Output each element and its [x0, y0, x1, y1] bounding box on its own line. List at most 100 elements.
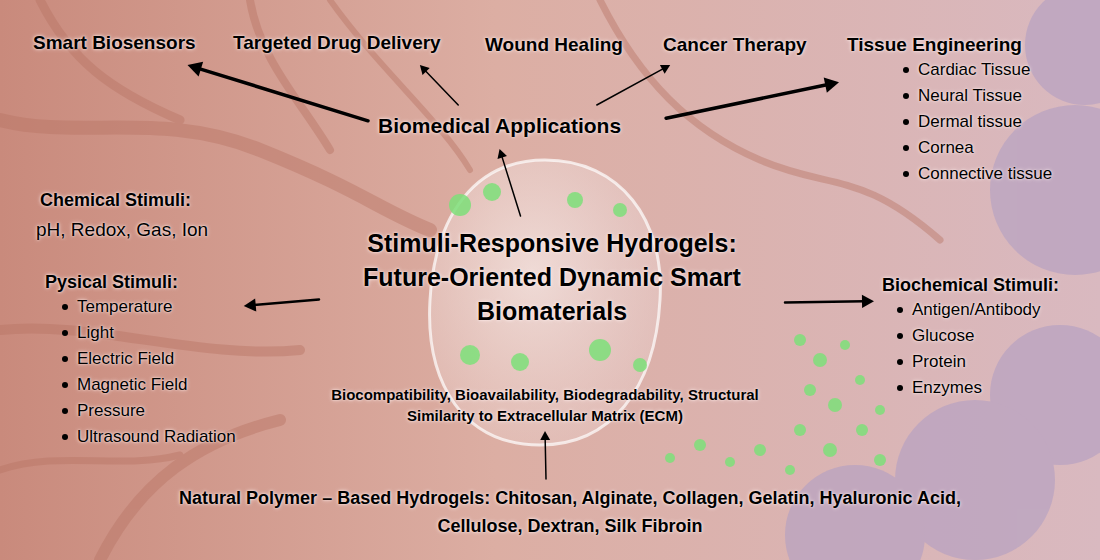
list-text: Neural Tissue — [918, 83, 1022, 109]
particle — [804, 384, 816, 396]
particle — [694, 439, 706, 451]
stimuli-group: Pysical Stimuli:TemperatureLightElectric… — [45, 270, 236, 450]
particle — [840, 340, 850, 350]
stimuli-group: Chemical Stimuli:pH, Redox, Gas, Ion — [40, 188, 208, 242]
particle — [613, 203, 627, 217]
particle — [828, 398, 842, 412]
group-heading: Biochemical Stimuli: — [882, 273, 1059, 297]
particle — [823, 443, 837, 457]
list-item: Ultrasound Radiation — [45, 424, 236, 450]
bullet-dot — [62, 356, 68, 362]
bullet-dot — [897, 385, 903, 391]
list-text: Pressure — [77, 398, 145, 424]
particle — [785, 465, 795, 475]
application-label: Smart Biosensors — [33, 31, 196, 55]
application-label: Cancer Therapy — [663, 33, 807, 57]
application-list: Tissue EngineeringCardiac TissueNeural T… — [847, 33, 1052, 187]
connector-line — [253, 299, 319, 305]
purple-cells — [785, 0, 1100, 560]
list-item: Magnetic Field — [45, 372, 236, 398]
particle — [754, 444, 766, 456]
arrow-head — [420, 65, 430, 75]
connector-arrow — [785, 295, 874, 308]
list-text: Antigen/Antibody — [912, 297, 1041, 323]
list-item: Pressure — [45, 398, 236, 424]
bullet-dot — [903, 145, 909, 151]
branch — [0, 328, 300, 351]
application-label: Wound Healing — [485, 33, 623, 57]
central-title: Stimuli-Responsive Hydrogels: Future-Ori… — [327, 226, 777, 328]
connector-line — [597, 68, 664, 105]
list-item: Temperature — [45, 294, 236, 320]
list-item: Protein — [882, 349, 1059, 375]
particle — [589, 339, 611, 361]
connector-arrow — [597, 65, 670, 105]
application-label: Cancer Therapy — [663, 33, 807, 57]
list-text: Dermal tissue — [918, 109, 1022, 135]
arrow-head — [862, 295, 874, 308]
connector-line — [502, 156, 521, 216]
list-item: Antigen/Antibody — [882, 297, 1059, 323]
bullet-dot — [62, 382, 68, 388]
bullet-dot — [62, 408, 68, 414]
application-label: Wound Healing — [485, 33, 623, 57]
particle — [794, 334, 806, 346]
bullet-dot — [62, 330, 68, 336]
connector-line — [425, 70, 458, 105]
list-text: Enzymes — [912, 375, 982, 401]
list-item: Glucose — [882, 323, 1059, 349]
particle — [511, 353, 529, 371]
list-item: Connective tissue — [847, 161, 1052, 187]
cell — [1025, 0, 1100, 105]
bullet-dot — [62, 304, 68, 310]
list-text: Temperature — [77, 294, 172, 320]
connector-arrow — [540, 431, 550, 479]
arrow-head — [187, 62, 203, 77]
particle — [875, 405, 885, 415]
list-text: Glucose — [912, 323, 974, 349]
list-text: Connective tissue — [918, 161, 1052, 187]
branch — [250, 0, 330, 150]
hub-label: Biomedical Applications — [378, 113, 621, 139]
application-label: Targeted Drug Delivery — [233, 31, 441, 55]
particle — [567, 192, 583, 208]
material-note: Natural Polymer – Based Hydrogels: Chito… — [170, 484, 970, 540]
branch — [40, 0, 180, 120]
connector-line — [544, 438, 546, 479]
bullet-dot — [897, 333, 903, 339]
bullet-dot — [62, 434, 68, 440]
group-heading: Chemical Stimuli: — [40, 188, 208, 212]
list-text: Ultrasound Radiation — [77, 424, 236, 450]
bullet-dot — [903, 171, 909, 177]
connector-arrow — [420, 65, 458, 105]
connector-line — [198, 68, 368, 120]
material-note: Natural Polymer – Based Hydrogels: Chito… — [170, 484, 970, 540]
list-text: Cardiac Tissue — [918, 57, 1030, 83]
group-body: pH, Redox, Gas, Ion — [36, 218, 208, 242]
arrow-head — [540, 431, 550, 440]
arrow-head — [498, 149, 507, 159]
particle — [855, 375, 865, 385]
arrow-head — [244, 298, 257, 311]
branch — [330, 0, 470, 170]
particle — [874, 454, 886, 466]
green-particles — [449, 183, 886, 475]
list-text: Cornea — [918, 135, 974, 161]
hub-label: Biomedical Applications — [378, 113, 621, 139]
particle — [813, 353, 827, 367]
branch — [0, 455, 180, 470]
bullet-dot — [903, 119, 909, 125]
property-note: Biocompatibility, Bioavailability, Biode… — [305, 384, 785, 426]
list-text: Magnetic Field — [77, 372, 188, 398]
particle — [665, 453, 675, 463]
particle — [460, 345, 480, 365]
property-note: Biocompatibility, Bioavailability, Biode… — [305, 384, 785, 426]
connector-arrow — [187, 62, 368, 121]
particle — [856, 424, 868, 436]
connector-arrow — [244, 298, 319, 311]
bullet-dot — [897, 359, 903, 365]
list-item: Enzymes — [882, 375, 1059, 401]
particle — [483, 183, 501, 201]
